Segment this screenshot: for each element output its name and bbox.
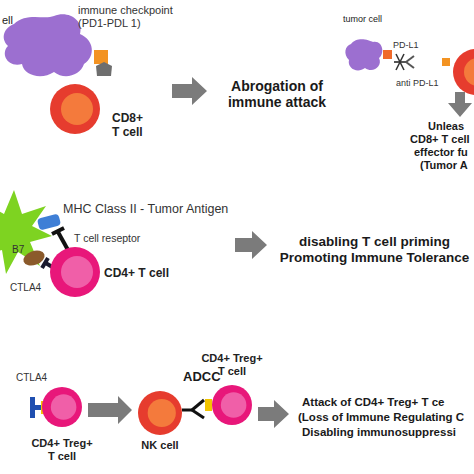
tcr-stem <box>58 232 68 250</box>
annotation-label: CD8+ T cell <box>410 133 470 146</box>
block-cross <box>396 54 404 70</box>
cd8-cell <box>453 49 474 95</box>
antibody-arm <box>406 62 414 68</box>
cell-membrane <box>50 84 100 134</box>
cell-label: ell <box>2 14 13 27</box>
block-arrow <box>235 231 267 259</box>
annotation-label: anti PD-L1 <box>396 78 439 88</box>
tumor-cell-outline <box>345 39 382 70</box>
cell-label: NK cell <box>134 439 186 452</box>
cell-node: CD4+ T cell <box>50 247 100 297</box>
annotation-label: MHC Class II - Tumor Antigen <box>63 202 228 216</box>
cell-nucleus <box>148 399 176 427</box>
annotation-label: CTLA4 <box>16 372 47 384</box>
annotation-label: T cell reseptor <box>74 232 140 244</box>
annotation-label: immune checkpoint (PD1-PDL 1) <box>78 4 183 29</box>
pdl1-square <box>94 50 108 64</box>
cell-membrane <box>50 247 100 297</box>
pd1-square <box>442 58 450 66</box>
annotation-label: CTLA4 <box>10 282 41 294</box>
ctla4-bar <box>42 258 48 268</box>
annotation-label: Attack of CD4+ Treg+ T ce <box>302 396 445 409</box>
cell-shape <box>212 385 252 425</box>
tcr-bar <box>52 228 64 234</box>
cell-nucleus <box>221 392 247 418</box>
block-arrow <box>88 396 132 424</box>
block-arrow <box>172 77 207 105</box>
cell-nucleus <box>51 394 77 420</box>
cell-nucleus <box>61 256 93 288</box>
cell-node: NK cell <box>138 391 182 435</box>
annotation-label: ADCC <box>183 370 221 385</box>
annotation-label: Disabling immunosuppressi <box>302 426 456 439</box>
antibody-arm <box>192 400 204 410</box>
cell-node: CD4+ Treg+ T cell <box>42 387 82 427</box>
ctla4-receptor <box>205 399 212 411</box>
cell-membrane <box>42 387 82 427</box>
pdl1-square <box>383 50 392 59</box>
ctla4-bar <box>30 397 35 418</box>
cell-node: CD8+ T cell <box>50 84 100 134</box>
annotation-label: Abrogation of immune attack <box>222 78 332 110</box>
block-arrow <box>258 400 289 428</box>
block-arrow <box>448 92 472 117</box>
cell-label: CD8+ T cell <box>112 112 148 140</box>
cell-label: CD4+ Treg+ T cell <box>29 437 95 462</box>
cell-shape <box>138 391 182 435</box>
block-cross <box>396 54 404 70</box>
annotation-label: (Tumor A <box>420 159 468 172</box>
cell-membrane <box>138 391 182 435</box>
antibody-arm <box>406 56 414 62</box>
annotation-label: effector fu <box>414 146 468 159</box>
annotation-label: disabling T cell priming Promoting Immun… <box>272 234 474 265</box>
cd8-cell-core <box>464 58 474 86</box>
cell-label: CD4+ T cell <box>104 267 169 281</box>
annotation-label: Unleas <box>428 120 464 133</box>
cell-node: tumor cell <box>345 36 383 72</box>
cell-membrane <box>212 385 252 425</box>
cell-shape <box>42 387 82 427</box>
cell-label: tumor cell <box>343 14 382 24</box>
tumor-cell-shape <box>345 36 383 72</box>
cell-nucleus <box>61 93 93 125</box>
mhc-molecule <box>37 213 61 230</box>
pd1-receptor <box>96 62 112 76</box>
cell-shape <box>50 84 100 134</box>
annotation-label: PD-L1 <box>393 40 419 50</box>
antibody-stem <box>182 409 192 412</box>
antibody-arm <box>192 410 204 418</box>
apc-cell <box>0 190 52 274</box>
annotation-label: B7 <box>12 244 24 256</box>
annotation-label: (Loss of Immune Regulating C <box>298 411 464 424</box>
cell-node: CD4+ Treg+ T cell <box>212 385 252 425</box>
cell-shape <box>50 247 100 297</box>
